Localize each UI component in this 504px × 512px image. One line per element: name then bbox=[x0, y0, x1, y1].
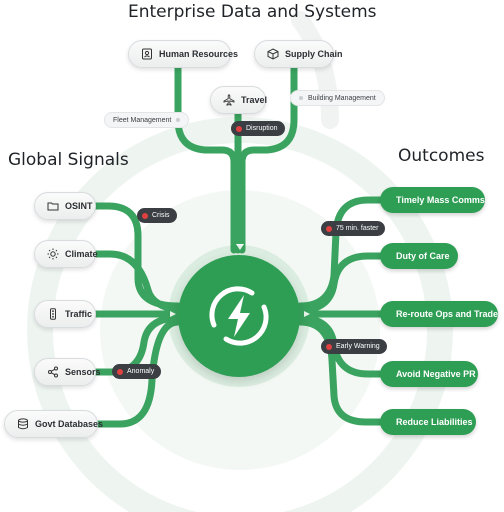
reduce-liabilities-label: Reduce Liabilities bbox=[396, 417, 473, 427]
supply-chain-label: Supply Chain bbox=[285, 49, 343, 59]
status-dot bbox=[176, 118, 181, 122]
avoid-negative-pr-node[interactable]: Avoid Negative PR bbox=[380, 361, 478, 387]
travel-label: Travel bbox=[241, 95, 268, 105]
faster-label: 75 min. faster bbox=[336, 225, 379, 232]
traffic-node[interactable]: Traffic bbox=[34, 300, 96, 328]
govt-databases-label: Govt Databases bbox=[35, 419, 104, 429]
alert-dot bbox=[236, 125, 242, 132]
anomaly-label: Anomaly bbox=[127, 368, 155, 375]
timely-mass-comms-label: Timely Mass Comms bbox=[396, 195, 485, 205]
duty-of-care-label: Duty of Care bbox=[396, 251, 450, 261]
database-icon bbox=[18, 418, 28, 430]
climate-node[interactable]: Climate bbox=[34, 240, 98, 268]
sensors-node[interactable]: Sensors bbox=[34, 358, 101, 386]
anomaly-tag: Anomaly bbox=[112, 364, 162, 379]
early-warning-label: Early Warning bbox=[336, 343, 380, 350]
climate-label: Climate bbox=[65, 249, 98, 259]
osint-node[interactable]: OSINT bbox=[34, 192, 96, 220]
airplane-icon bbox=[223, 94, 235, 106]
fleet-management-label: Fleet Management bbox=[113, 116, 172, 124]
reroute-ops-label: Re-route Ops and Trade bbox=[396, 309, 499, 319]
supply-chain-node[interactable]: Supply Chain bbox=[254, 40, 343, 68]
enterprise-title: Enterprise Data and Systems bbox=[128, 2, 377, 22]
early-warning-tag: Early Warning bbox=[321, 339, 387, 354]
alert-dot bbox=[142, 212, 148, 219]
building-management-tag[interactable]: Building Management bbox=[290, 90, 385, 106]
alert-dot bbox=[117, 368, 123, 375]
sensors-label: Sensors bbox=[65, 367, 101, 377]
alert-dot bbox=[326, 343, 332, 350]
disruption-label: Disruption bbox=[246, 125, 278, 132]
human-resources-node[interactable]: Human Resources bbox=[128, 40, 238, 68]
crisis-tag: Crisis bbox=[137, 208, 177, 223]
traffic-label: Traffic bbox=[65, 309, 93, 319]
folder-icon bbox=[47, 202, 59, 211]
travel-node[interactable]: Travel bbox=[210, 86, 268, 114]
crisis-label: Crisis bbox=[152, 212, 170, 219]
id-badge-icon bbox=[142, 48, 152, 60]
building-management-label: Building Management bbox=[308, 94, 376, 102]
disruption-tag: Disruption bbox=[231, 121, 285, 136]
osint-label: OSINT bbox=[65, 201, 93, 211]
global-signals-title: Global Signals bbox=[8, 150, 129, 170]
faster-tag: 75 min. faster bbox=[321, 221, 386, 236]
status-dot bbox=[299, 96, 303, 100]
govt-databases-node[interactable]: Govt Databases bbox=[4, 410, 103, 438]
duty-of-care-node[interactable]: Duty of Care bbox=[380, 243, 458, 269]
fleet-management-tag[interactable]: Fleet Management bbox=[104, 112, 190, 128]
traffic-light-icon bbox=[50, 308, 56, 320]
central-hub[interactable] bbox=[178, 255, 300, 377]
outcomes-title: Outcomes bbox=[398, 146, 485, 166]
timely-mass-comms-node[interactable]: Timely Mass Comms bbox=[380, 187, 485, 213]
lightning-bolt-icon bbox=[209, 286, 269, 346]
avoid-negative-pr-label: Avoid Negative PR bbox=[396, 369, 476, 379]
sun-icon bbox=[47, 248, 59, 260]
reduce-liabilities-node[interactable]: Reduce Liabilities bbox=[380, 409, 476, 435]
human-resources-label: Human Resources bbox=[159, 49, 239, 59]
alert-dot bbox=[326, 225, 332, 232]
box-icon bbox=[267, 48, 279, 60]
reroute-ops-node[interactable]: Re-route Ops and Trade bbox=[380, 301, 498, 327]
share-nodes-icon bbox=[48, 366, 58, 378]
